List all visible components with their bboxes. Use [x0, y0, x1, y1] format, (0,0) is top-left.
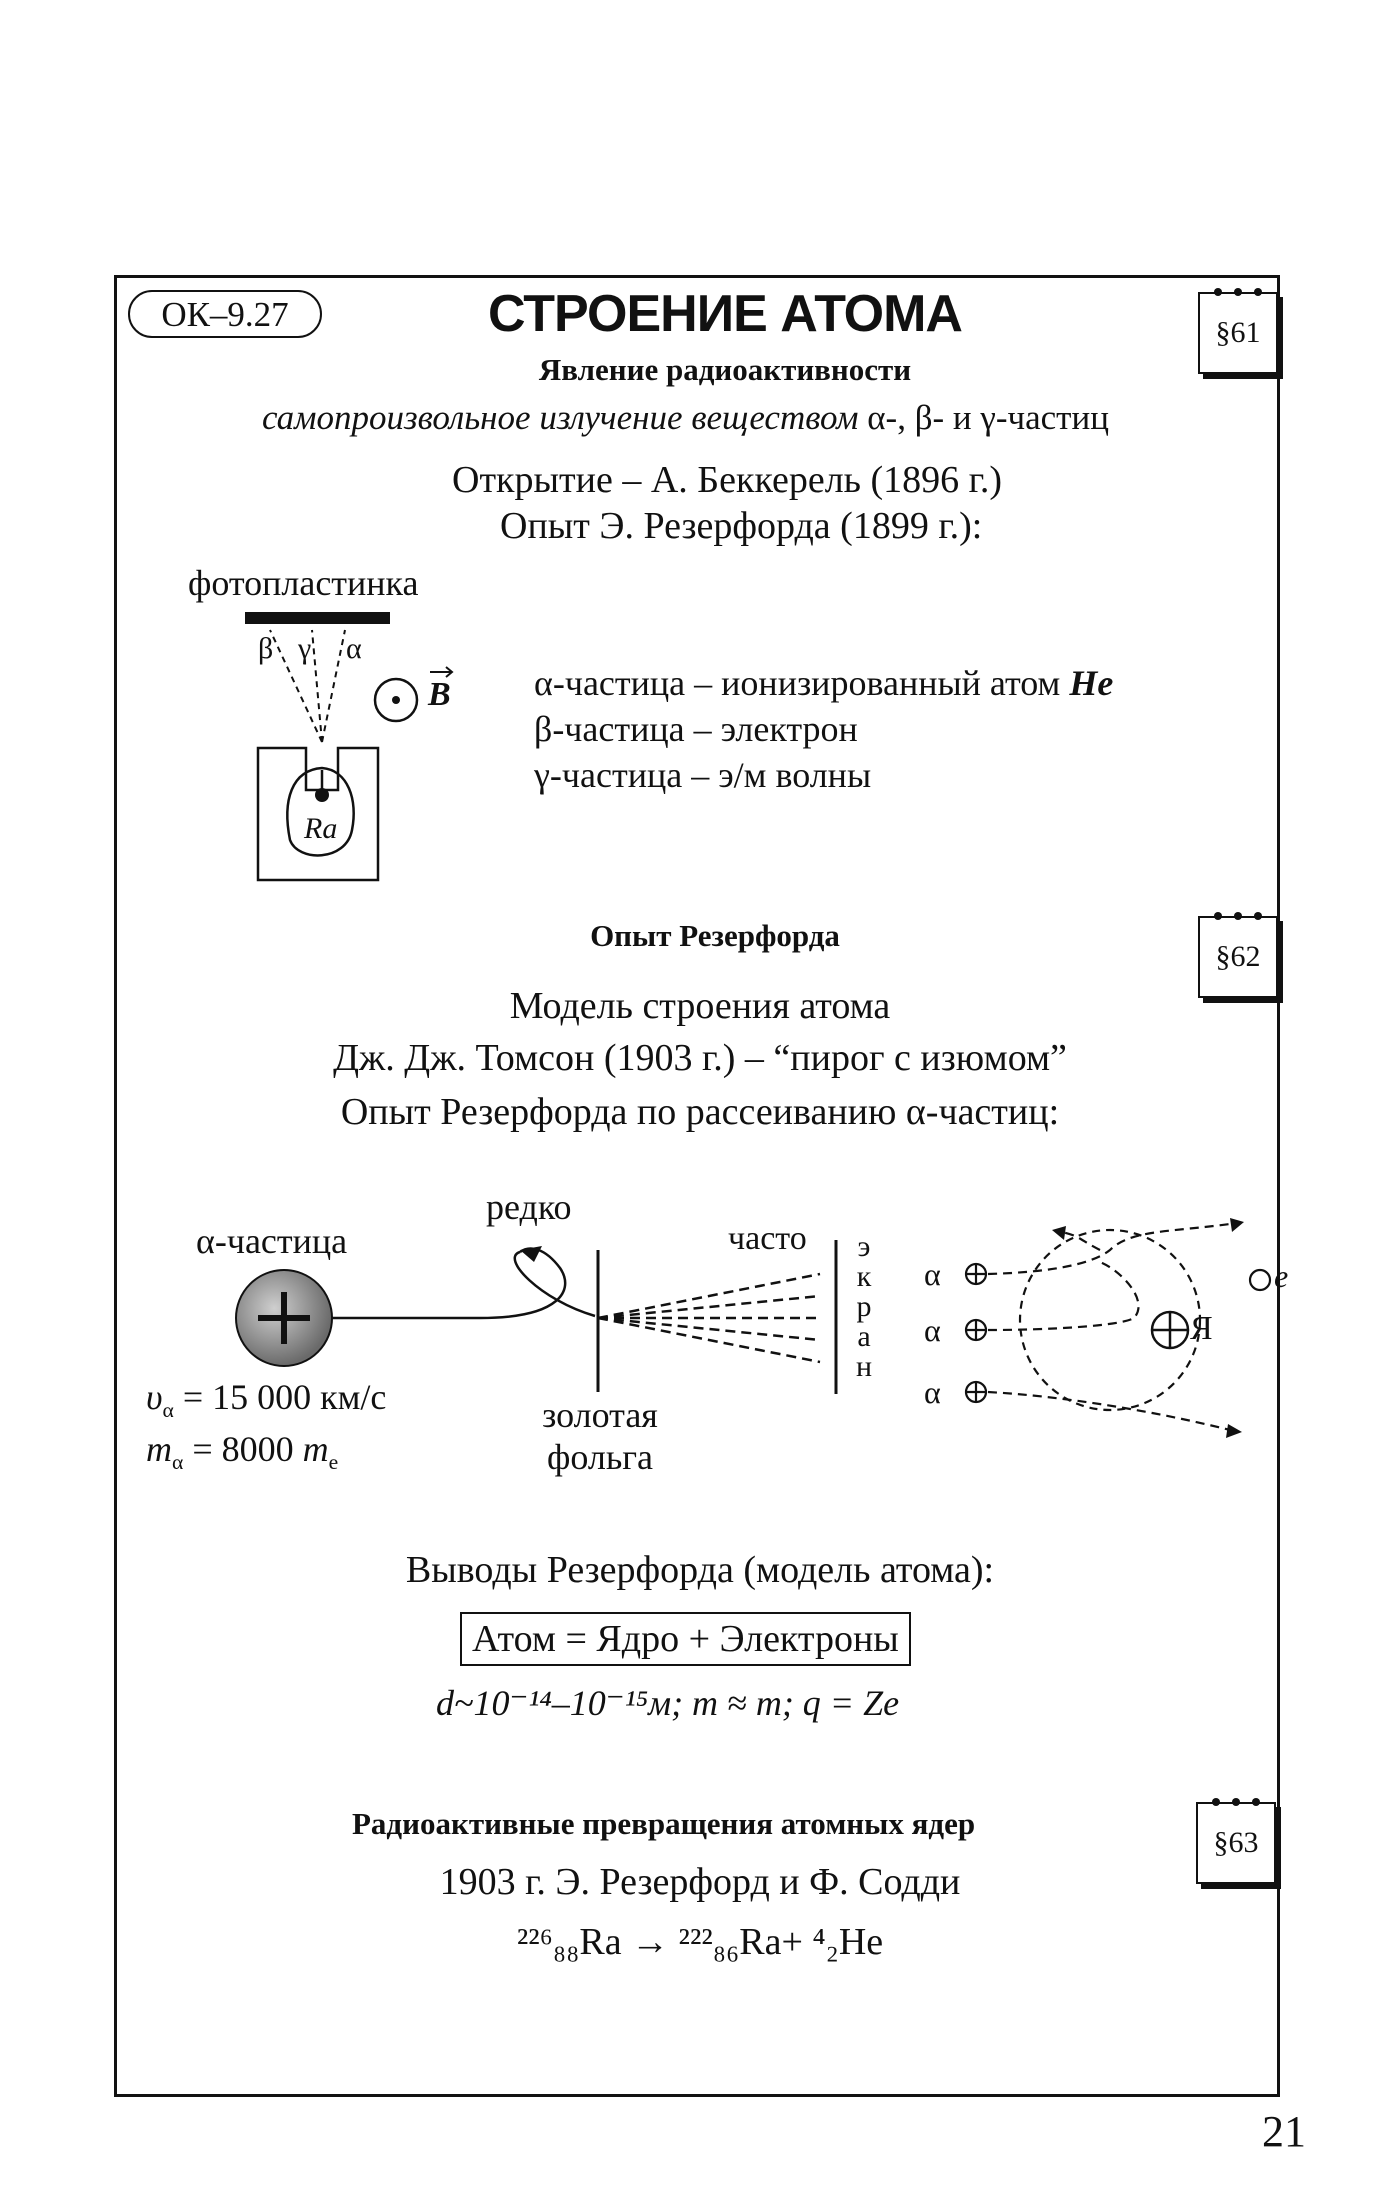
velocity-text: υα = 15 000 км/с — [146, 1377, 387, 1423]
alpha-symbol-1: α — [924, 1256, 941, 1292]
section-heading-radioactivity: Явление радиоактивности — [538, 352, 912, 387]
paragraph-label: §63 — [1213, 1826, 1259, 1859]
notebook-rings-icon — [1212, 1798, 1260, 1806]
particle-alpha: α-частица – ионизированный атом He — [534, 663, 1114, 703]
notebook-rings-icon — [1214, 288, 1262, 296]
paragraph-ref-63[interactable]: §63 — [1196, 1798, 1276, 1884]
experiment-text: Опыт Э. Резерфорда (1899 г.): — [500, 505, 983, 547]
gold-foil-label: золотая фольга — [542, 1395, 658, 1477]
particle-gamma: γ-частица – э/м волны — [534, 755, 872, 795]
gamma-ray-label: γ — [298, 632, 312, 665]
definition-particles: α-, β- и γ-частиц — [867, 398, 1109, 437]
model-title: Модель строения атома — [509, 985, 891, 1027]
card-code: ОК–9.27 — [128, 290, 322, 338]
conclusions-title: Выводы Резерфорда (модель атома): — [405, 1549, 995, 1591]
plate-label: фотопластинка — [188, 563, 419, 603]
content-frame — [114, 275, 1280, 2097]
paragraph-ref-61[interactable]: §61 — [1198, 288, 1278, 374]
particle-beta: β-частица – электрон — [534, 709, 858, 749]
soddy-discovery: 1903 г. Э. Резерфорд и Ф. Содди — [439, 1861, 961, 1903]
rarely-label: редко — [486, 1187, 572, 1227]
alpha-symbol-3: α — [924, 1374, 941, 1410]
section-heading-rutherford: Опыт Резерфорда — [590, 918, 840, 953]
beta-ray-label: β — [258, 632, 274, 665]
paragraph-label: §62 — [1215, 940, 1261, 973]
paragraph-label: §61 — [1215, 316, 1261, 349]
nucleus-parameters-text: d~10⁻¹⁴–10⁻¹⁵м; m ≈ m; q = Ze — [436, 1683, 900, 1723]
screen-label: э к р а н — [855, 1230, 873, 1383]
definition-prefix: самопроизвольное излучение веществом — [262, 398, 859, 437]
atom-formula-box: Атом = Ядро + Электроны — [460, 1612, 911, 1666]
alpha-ray-label: α — [346, 632, 362, 665]
electron-label: e — [1274, 1258, 1289, 1294]
magnetic-field-label: B — [428, 676, 451, 713]
paragraph-ref-62[interactable]: §62 — [1198, 912, 1278, 998]
mass-text: mα = 8000 me — [146, 1429, 339, 1475]
scattering-title: Опыт Резерфорда по рассеиванию α-частиц: — [340, 1091, 1060, 1133]
discovery-text: Открытие – А. Беккерель (1896 г.) — [452, 459, 1003, 501]
section-heading-transformations: Радиоактивные превращения атомных ядер — [352, 1806, 976, 1841]
decay-reaction: ²²⁶₈₈Ra → ²²²₈₆Ra+ ⁴₂He — [516, 1921, 884, 1963]
nucleus-label: Я — [1190, 1310, 1213, 1347]
alpha-symbol-2: α — [924, 1312, 941, 1348]
page-title: СТРОЕНИЕ АТОМА — [488, 285, 963, 343]
definition-text: самопроизвольное излучение веществом α-,… — [262, 398, 1109, 438]
page-number: 21 — [1262, 2107, 1306, 2156]
alpha-particle-label: α-частица — [196, 1221, 348, 1261]
thomson-model: Дж. Дж. Томсон (1903 г.) – “пирог с изюм… — [333, 1037, 1067, 1079]
often-label: часто — [728, 1220, 807, 1257]
notebook-rings-icon — [1214, 912, 1262, 920]
radium-label: Ra — [304, 812, 338, 845]
nucleus-parameters: d~10⁻¹⁴–10⁻¹⁵м; m ≈ m; q = Ze — [436, 1682, 899, 1724]
